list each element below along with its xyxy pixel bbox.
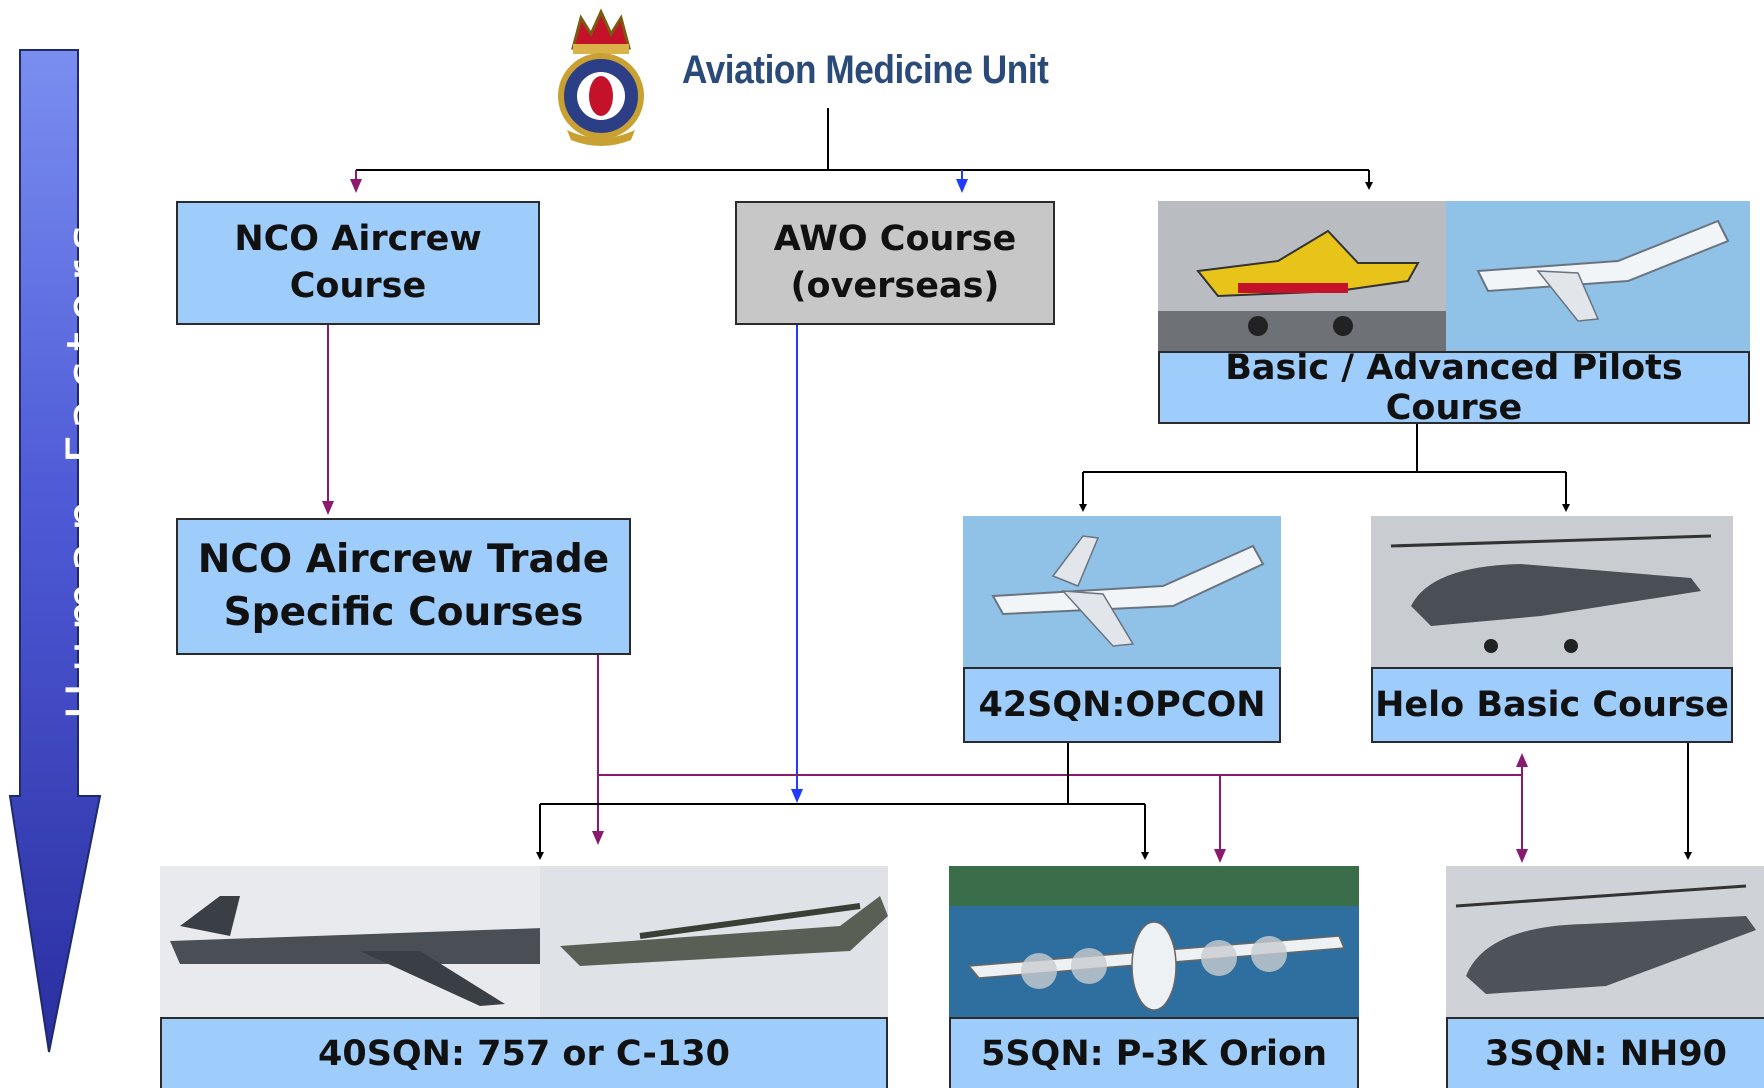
helo-basic-course-label: Helo Basic Course <box>1375 685 1729 725</box>
human-factors-arrow <box>8 49 102 1053</box>
sqn5-box: 5SQN: P-3K Orion <box>949 1017 1359 1088</box>
transport-aircraft-photo <box>160 866 888 1017</box>
sqn5-label: 5SQN: P-3K Orion <box>981 1033 1327 1074</box>
helo-basic-course-box: Helo Basic Course <box>1371 667 1733 743</box>
opcon-42sqn-label: 42SQN:OPCON <box>978 685 1266 725</box>
sqn40-label: 40SQN: 757 or C-130 <box>318 1033 730 1074</box>
nco-trade-courses-box: NCO Aircrew Trade Specific Courses <box>176 518 631 655</box>
king-air-photo <box>963 516 1281 667</box>
sqn3-label: 3SQN: NH90 <box>1484 1033 1728 1074</box>
opcon-42sqn-box: 42SQN:OPCON <box>963 667 1281 743</box>
unit-title: Aviation Medicine Unit <box>682 48 1049 92</box>
pilots-training-photo <box>1158 201 1750 351</box>
awo-course-box: AWO Course (overseas) <box>735 201 1055 325</box>
nco-aircrew-course-box: NCO Aircrew Course <box>176 201 540 325</box>
awo-course-label: AWO Course (overseas) <box>773 218 1017 306</box>
nco-aircrew-course-label: NCO Aircrew Course <box>234 218 482 306</box>
nh90-helicopter-photo <box>1446 866 1764 1017</box>
pilots-course-box: Basic / Advanced Pilots Course <box>1158 348 1750 428</box>
p3k-orion-photo <box>949 866 1359 1017</box>
sqn3-box: 3SQN: NH90 <box>1446 1017 1764 1088</box>
nco-trade-courses-label: NCO Aircrew Trade Specific Courses <box>197 536 610 635</box>
crest-icon <box>558 8 644 146</box>
sqn40-box: 40SQN: 757 or C-130 <box>160 1017 888 1088</box>
pilots-course-label: Basic / Advanced Pilots Course <box>1225 347 1683 428</box>
a109-helicopter-photo <box>1371 516 1733 667</box>
